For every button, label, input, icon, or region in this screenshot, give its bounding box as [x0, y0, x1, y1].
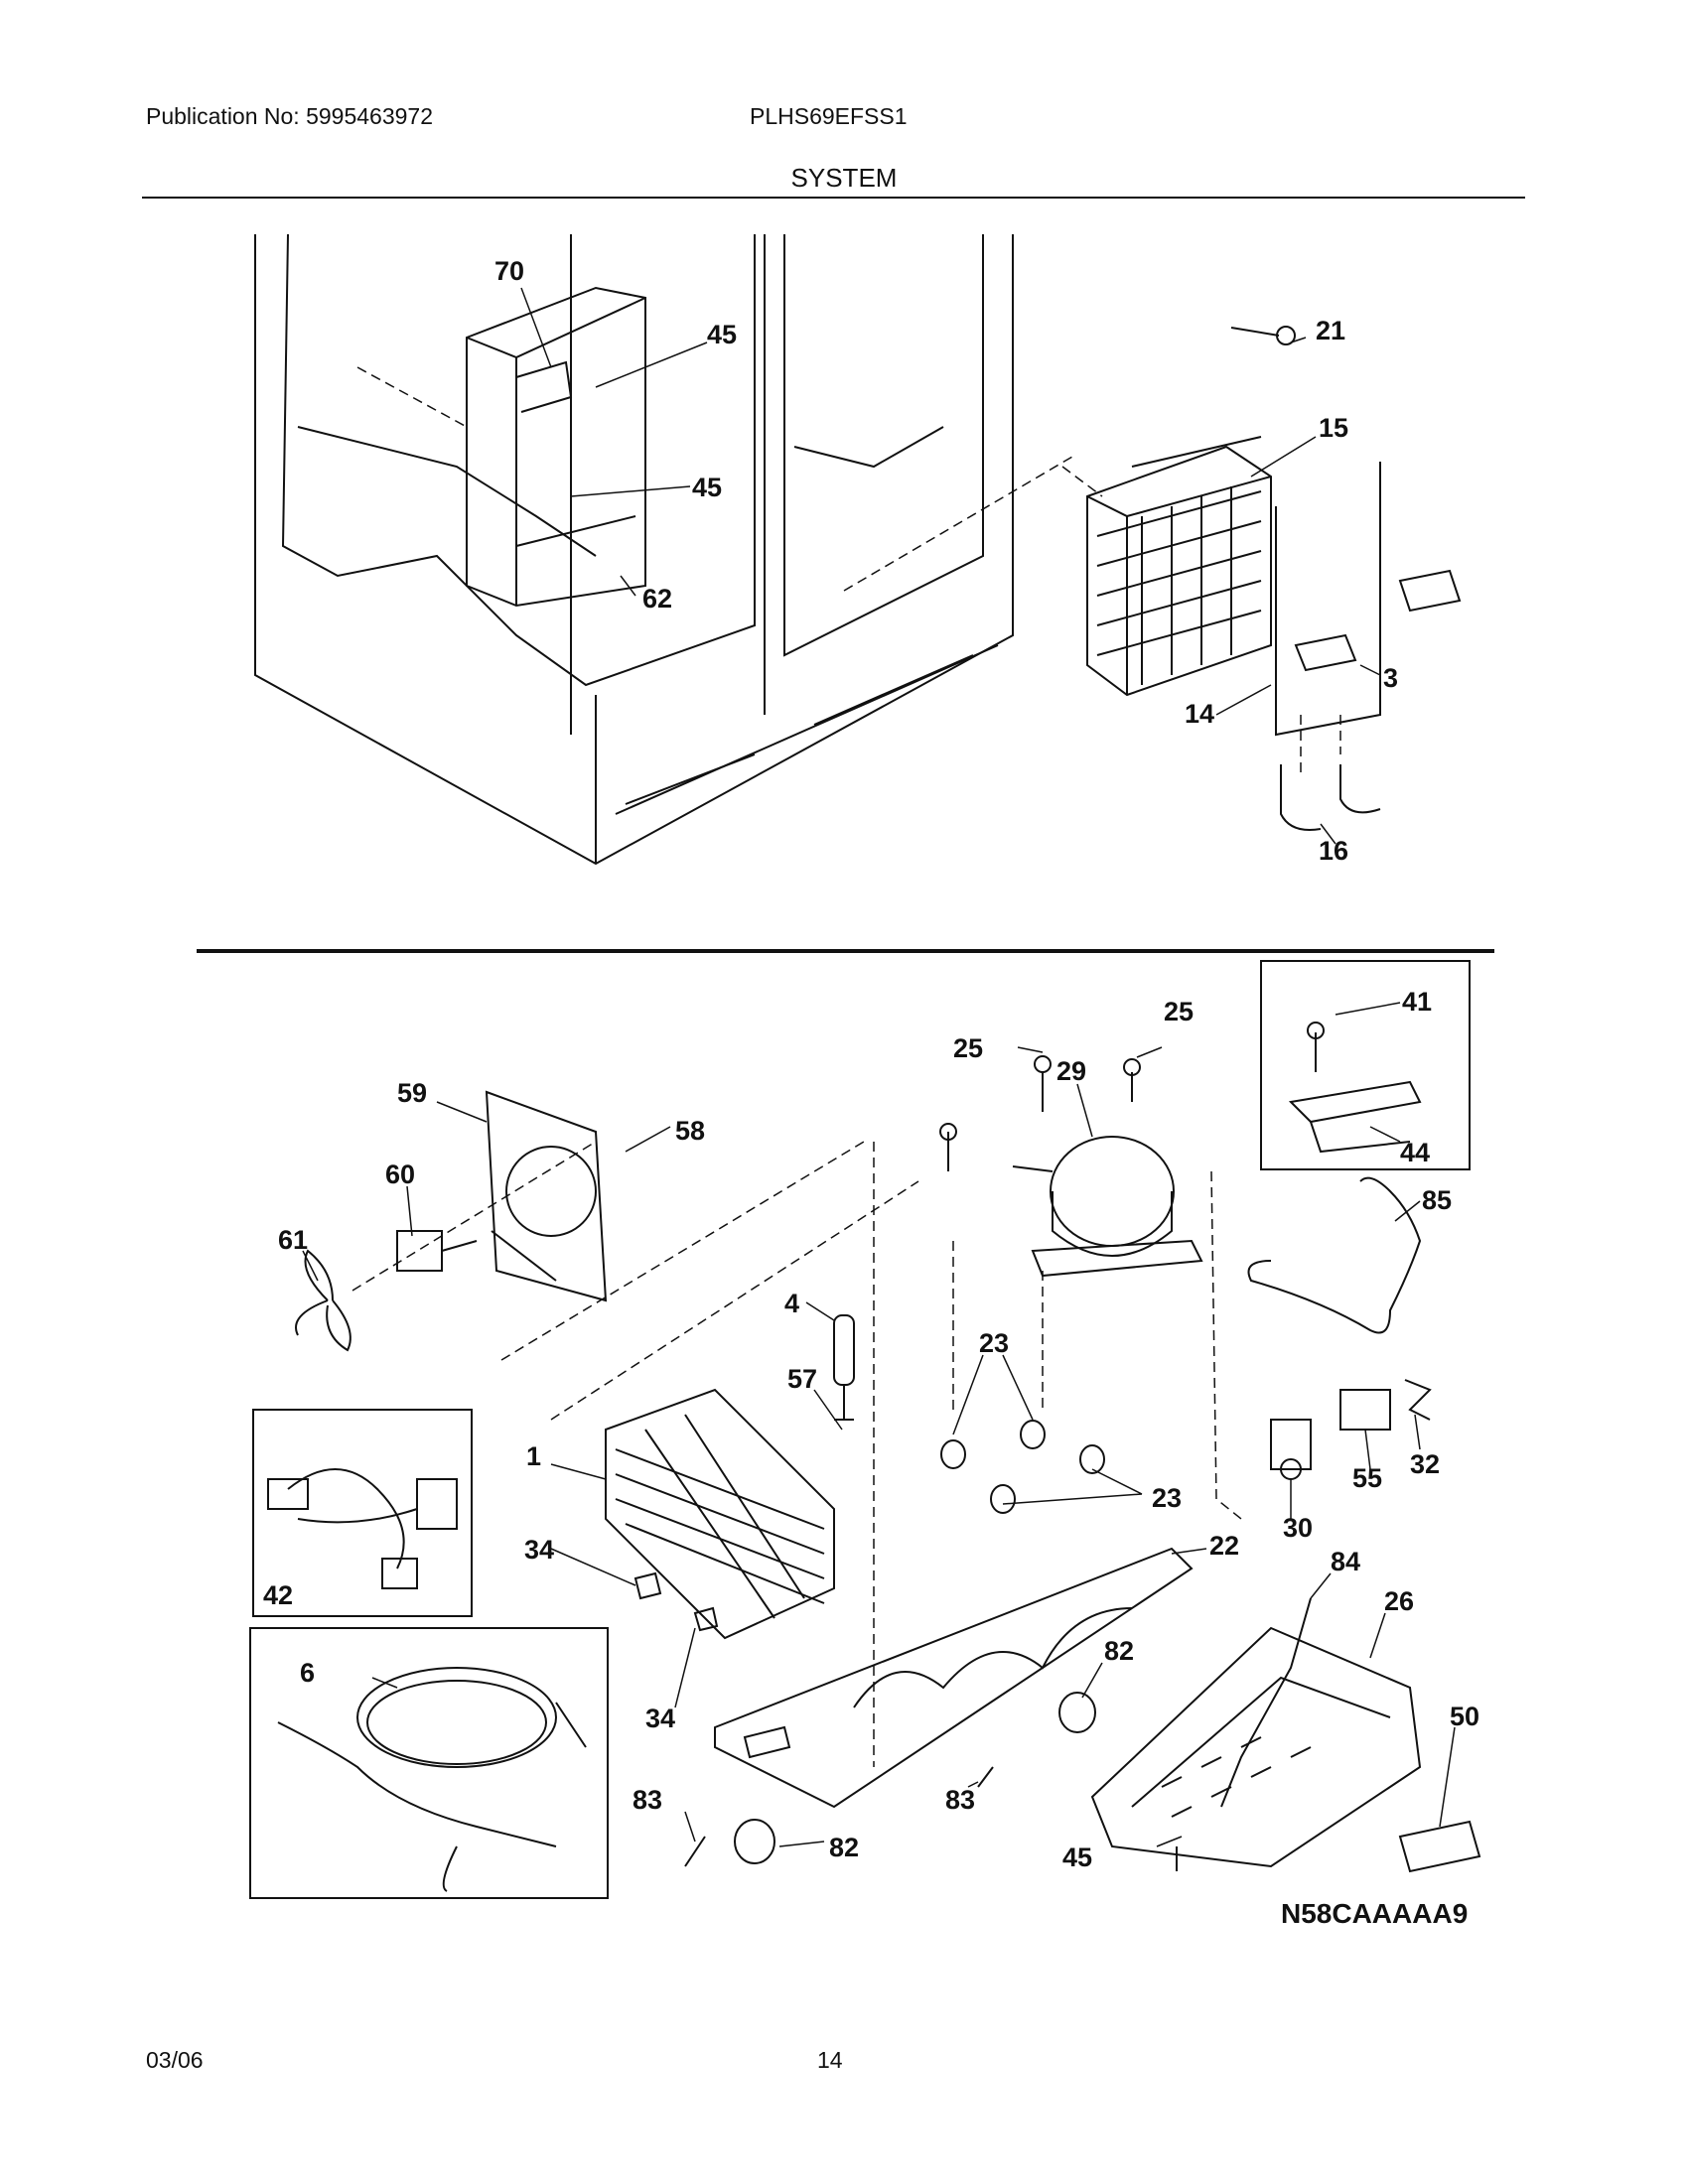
callout-15: 15: [1319, 413, 1348, 443]
callout-82-a: 82: [1104, 1636, 1134, 1666]
fan-motor-60: [396, 1230, 478, 1272]
callout-45-b: 45: [692, 473, 722, 502]
wire-harness-42: [267, 1468, 458, 1589]
callout-45-c: 45: [1062, 1843, 1092, 1872]
condenser-coil-1: [605, 1388, 835, 1640]
callout-23-b: 23: [1152, 1483, 1182, 1513]
callout-23-a: 23: [979, 1328, 1009, 1358]
callout-50: 50: [1450, 1702, 1479, 1731]
callout-30: 30: [1283, 1513, 1313, 1543]
section-title: SYSTEM: [790, 163, 898, 193]
fan-shroud-59: [485, 1090, 608, 1302]
footer-date: 03/06: [146, 2047, 204, 2073]
screws-25: [947, 1072, 1133, 1171]
fan-blade-61: [295, 1249, 352, 1352]
callout-61: 61: [278, 1225, 308, 1255]
ice-bin-assembly: [466, 286, 646, 608]
callout-34-b: 34: [645, 1704, 675, 1733]
inset-box-42: [252, 1409, 473, 1617]
callout-14: 14: [1185, 699, 1214, 729]
power-cord-6: [277, 1667, 587, 1892]
callout-26: 26: [1384, 1586, 1414, 1616]
capillary-57: [834, 1385, 854, 1421]
callout-41: 41: [1402, 987, 1432, 1017]
callout-85: 85: [1422, 1185, 1452, 1215]
callout-34-a: 34: [524, 1535, 554, 1565]
callout-45-a: 45: [707, 320, 737, 349]
callout-3: 3: [1383, 663, 1398, 693]
thermostat-wire: [1230, 327, 1280, 337]
drain-tube-84: [1220, 1597, 1312, 1808]
inset-box-6: [249, 1627, 609, 1899]
callout-leaders: [302, 287, 1456, 1847]
callout-1: 1: [526, 1441, 541, 1471]
heater-50: [1398, 1820, 1481, 1873]
callout-22: 22: [1209, 1531, 1239, 1561]
callout-62: 62: [642, 584, 672, 614]
bracket-44: [1288, 1080, 1422, 1154]
base-pan-22: [714, 1547, 1194, 1809]
grommets-23: [940, 1420, 1105, 1514]
callout-83-a: 83: [945, 1785, 975, 1815]
bolts-83-45: [684, 1766, 1178, 1871]
feet-82: [734, 1692, 1096, 1864]
callout-60: 60: [385, 1160, 415, 1189]
evaporator-coil: [1086, 436, 1272, 697]
callout-83-b: 83: [633, 1785, 662, 1815]
callout-4: 4: [784, 1289, 799, 1318]
callout-42: 42: [263, 1580, 293, 1610]
callout-59: 59: [397, 1078, 427, 1108]
callout-25-a: 25: [1164, 997, 1194, 1026]
top-leader-lines: [356, 366, 1341, 774]
header-rule: [142, 197, 1525, 199]
terminal-block-a: [1398, 569, 1462, 613]
callout-84: 84: [1331, 1547, 1360, 1576]
model-number: PLHS69EFSS1: [750, 103, 908, 129]
callout-44: 44: [1400, 1138, 1430, 1167]
bottom-leader-lines: [352, 1141, 1242, 1767]
callout-55: 55: [1352, 1463, 1382, 1493]
defrost-heater: [1275, 462, 1381, 831]
callout-29: 29: [1056, 1056, 1086, 1086]
compressor-29: [1012, 1136, 1203, 1278]
callout-58: 58: [675, 1116, 705, 1146]
publication-number: Publication No: 5995463972: [146, 103, 434, 129]
tube-85: [1247, 1176, 1422, 1334]
clip-32: [1404, 1379, 1432, 1421]
terminal-block-b: [1294, 633, 1357, 672]
drain-pan-26: [1090, 1626, 1422, 1868]
grommet-34-b: [693, 1606, 719, 1632]
callout-32: 32: [1410, 1449, 1440, 1479]
callout-70: 70: [494, 256, 524, 286]
callout-82-b: 82: [829, 1833, 859, 1862]
grommet-34-a: [633, 1571, 662, 1600]
cabinet-drawing: [254, 233, 1014, 866]
page-number: 14: [817, 2047, 843, 2073]
callout-57: 57: [787, 1364, 817, 1394]
callout-16: 16: [1319, 836, 1348, 866]
drier-4: [833, 1314, 855, 1386]
callout-6: 6: [300, 1658, 315, 1688]
callout-25-b: 25: [953, 1033, 983, 1063]
inset-box-41-44: [1260, 960, 1471, 1170]
diagram-code: N58CAAAAA9: [1281, 1898, 1468, 1929]
callout-21: 21: [1316, 316, 1345, 345]
